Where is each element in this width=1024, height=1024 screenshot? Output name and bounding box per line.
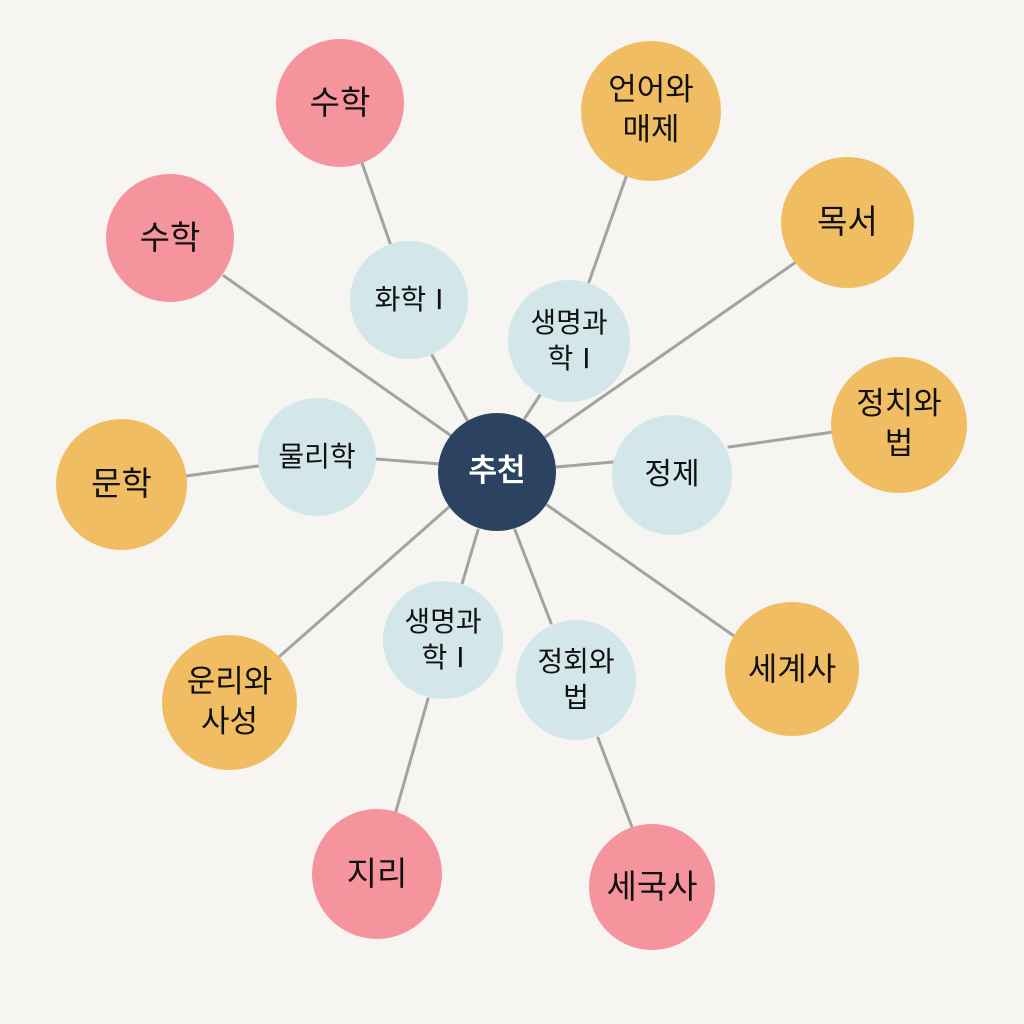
edge-center-segyesa xyxy=(545,503,736,638)
edge-center-jeonghoe xyxy=(513,528,553,625)
subject-node-literature[interactable]: 문학 xyxy=(56,419,187,550)
subject-node-reading[interactable]: 목서 xyxy=(781,157,914,288)
subject-node-politics-and-law[interactable]: 정치와 법 xyxy=(831,357,967,493)
edge-center-saengmyeong1 xyxy=(523,393,542,420)
subject-node-life-science-1[interactable]: 생명과 학 I xyxy=(508,280,630,402)
subject-node-math-2[interactable]: 수학 xyxy=(106,174,234,302)
node-label: 정제 xyxy=(644,456,700,492)
edge-center-saengmyeong2 xyxy=(460,528,480,586)
edge-saengmyeong2-jiri xyxy=(394,697,430,813)
node-label: 지리 xyxy=(346,853,408,893)
edge-center-mulli xyxy=(374,457,442,466)
node-label: 문학 xyxy=(91,464,152,504)
node-label: 세계사 xyxy=(747,649,837,688)
edge-center-hwahak xyxy=(430,353,469,422)
subject-node-ethics-and-thought[interactable]: 운리와 사성 xyxy=(162,635,297,770)
edge-saengmyeong1-eoneo xyxy=(587,175,628,284)
subject-node-korean-history[interactable]: 세국사 xyxy=(589,824,715,950)
subject-node-chemistry[interactable]: 화학 I xyxy=(350,241,468,359)
subject-node-geography[interactable]: 지리 xyxy=(312,809,442,939)
node-label: 운리와 사성 xyxy=(186,663,273,740)
node-label: 수학 xyxy=(139,217,201,257)
node-label: 정회와 법 xyxy=(537,645,615,714)
node-label: 언어와 매제 xyxy=(608,72,694,148)
node-label: 화학 I xyxy=(374,283,444,317)
subject-node-math-1[interactable]: 수학 xyxy=(276,39,404,167)
node-label: 생명과 학 I xyxy=(404,605,482,674)
subject-node-economics[interactable]: 정제 xyxy=(612,415,732,535)
subject-node-life-science-2[interactable]: 생명과 학 I xyxy=(383,581,503,699)
edge-center-jeongje xyxy=(554,460,615,469)
edge-jeonghoe-segugsa xyxy=(596,736,634,829)
node-label: 수학 xyxy=(309,82,371,122)
subject-node-world-history[interactable]: 세계사 xyxy=(725,602,859,736)
center-node-recommend[interactable]: 추천 xyxy=(438,413,556,531)
edge-hwahak-suhak1 xyxy=(360,161,392,245)
edge-center-yunri xyxy=(278,505,451,658)
node-label: 세국사 xyxy=(606,866,698,906)
node-label: 생명과 학 I xyxy=(530,306,608,375)
node-label: 목서 xyxy=(817,202,878,242)
edge-center-suhak2 xyxy=(222,274,452,437)
node-label: 물리학 xyxy=(278,440,356,474)
center-node-label: 추천 xyxy=(468,453,526,490)
subject-node-society-and-law[interactable]: 정회와 법 xyxy=(516,620,636,740)
subject-node-physics[interactable]: 물리학 xyxy=(258,398,376,516)
edge-center-dokseo xyxy=(543,260,798,439)
edge-mulli-munhak xyxy=(184,464,260,478)
node-label: 정치와 법 xyxy=(856,386,942,462)
edge-jeongje-jeongchi xyxy=(727,430,835,449)
subject-node-language-and-media[interactable]: 언어와 매제 xyxy=(581,41,721,181)
